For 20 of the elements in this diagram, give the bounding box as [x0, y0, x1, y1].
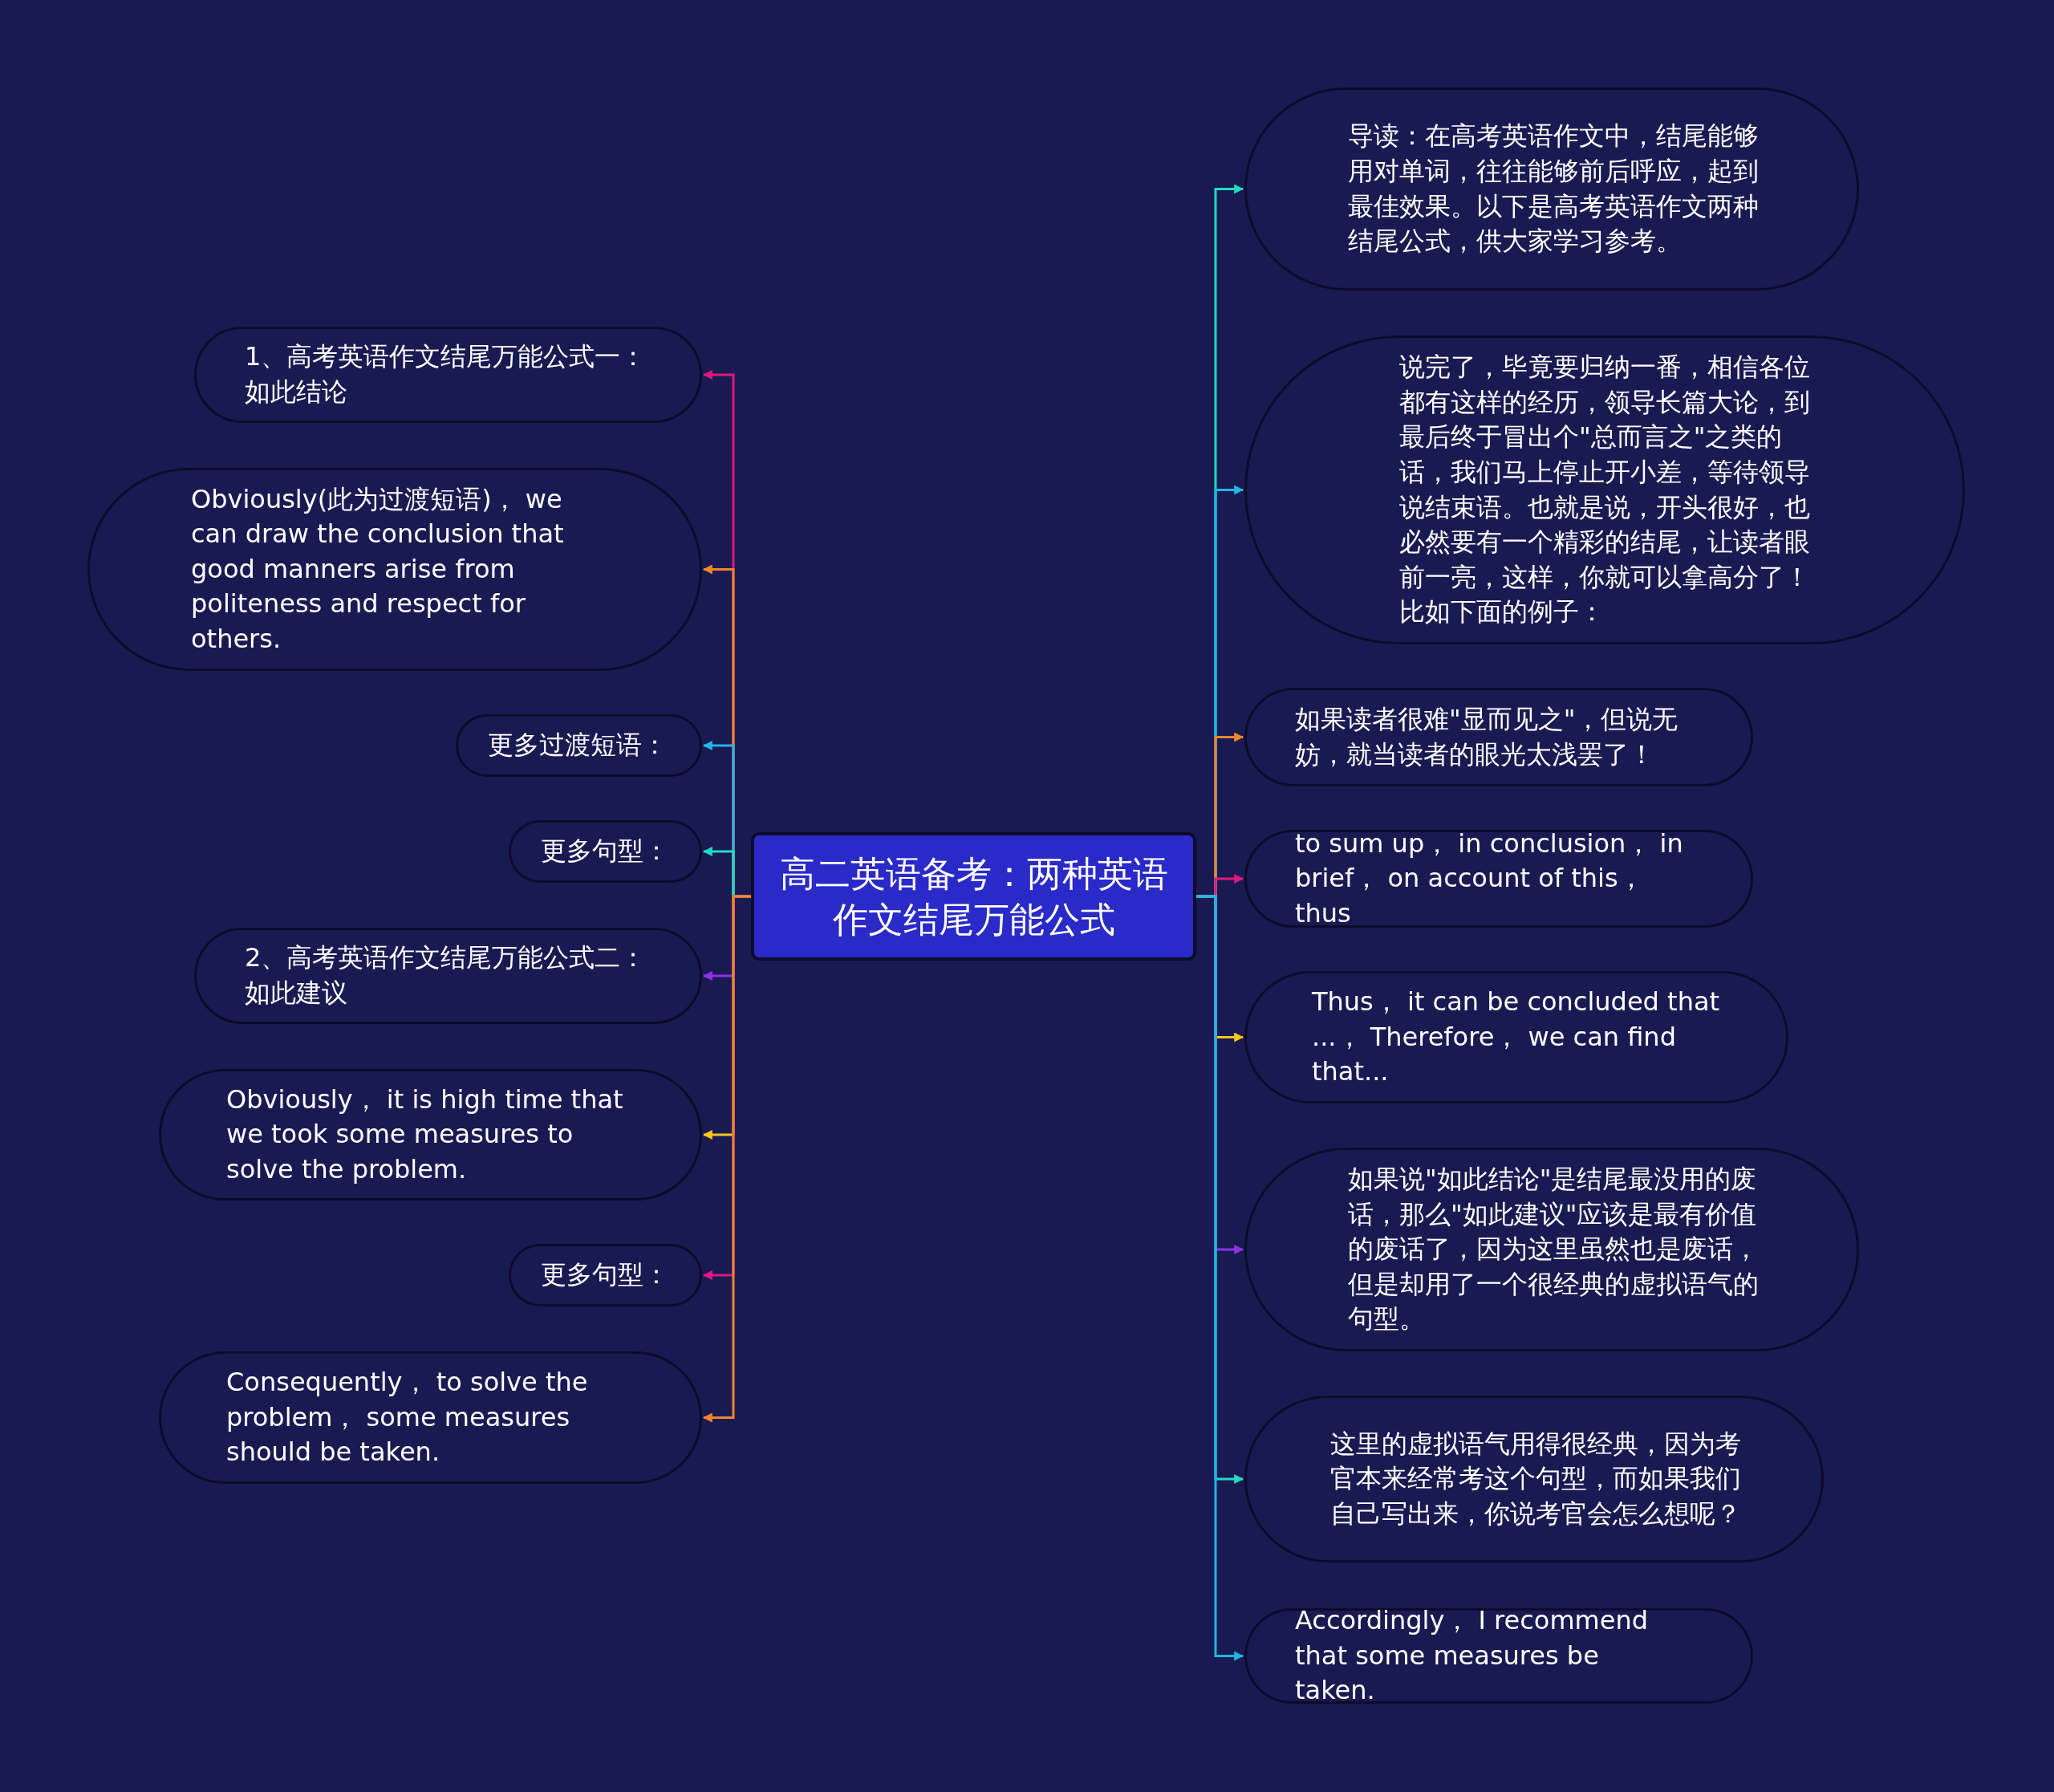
pill-text: 更多句型：	[541, 1258, 670, 1292]
pill-text: 如果读者很难"显而见之"，但说无妨，就当读者的眼光太浅罢了！	[1295, 703, 1679, 771]
pill-text: 2、高考英语作文结尾万能公式二：如此建议	[245, 941, 647, 1010]
pill-text: 说完了，毕竟要归纳一番，相信各位都有这样的经历，领导长篇大论，到最后终于冒出个"总而言之"之类的话，我们马上停止开小差，等待领导说结束语。也就是说，开头很好，也必然要有一个精彩的结尾，让读者眼前一亮，这样，你就可以拿高分了！比如下面的例子：	[1399, 351, 1811, 629]
pill-text: 导读：在高考英语作文中，结尾能够用对单词，往往能够前后呼应，起到最佳效果。以下是高考英语作文两种结尾公式，供大家学习参考。	[1348, 120, 1760, 258]
pill-text: Consequently， to solve the problem， some measures should be taken.	[226, 1366, 589, 1469]
connector-arrow	[1196, 895, 1244, 1661]
pill-text: 更多句型：	[541, 835, 670, 868]
pill-text: 如果说"如此结论"是结尾最没用的废话，那么"如此建议"应该是最有价值的废话了，因为这里虽然也是废话，但是却用了一个很经典的虚拟语气的句型。	[1348, 1163, 1760, 1336]
pill-text: to sum up， in conclusion， in brief， on account of this， thus	[1295, 827, 1684, 930]
topic-box	[751, 832, 1196, 961]
pill-text: Thus， it can be concluded that ...， Therefore， we can find that...	[1312, 985, 1721, 1089]
pill-text: Obviously， it is high time that we took some measures to solve the problem.	[226, 1083, 624, 1186]
pill-text: Obviously(此为过渡短语)， we can draw the conclusion that good manners arise from politeness and respect for others.	[191, 482, 565, 656]
pill-text: 更多过渡短语：	[488, 729, 668, 762]
pill-text: Accordingly， I recommend that some measures be taken.	[1295, 1604, 1650, 1708]
topic-title: 高二英语备考：两种英语作文结尾万能公式	[778, 851, 1169, 941]
pill-text: 1、高考英语作文结尾万能公式一：如此结论	[245, 340, 647, 408]
pill-text: 这里的虚拟语气用得很经典，因为考官本来经常考这个句型，而如果我们自己写出来，你说考官会怎么想呢？	[1330, 1427, 1742, 1530]
connector-arrow	[702, 895, 751, 1423]
